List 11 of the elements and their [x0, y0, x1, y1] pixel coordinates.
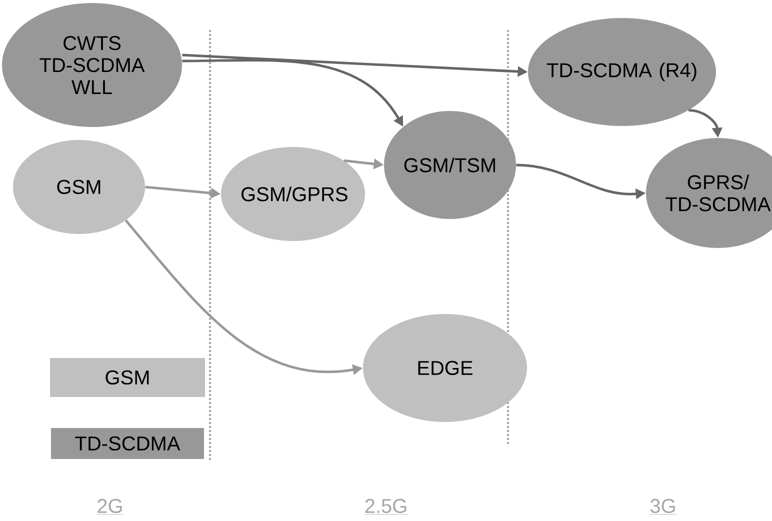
legend-item: TD-SCDMA — [51, 428, 204, 459]
generation-label: 3G — [649, 498, 677, 515]
ellipse-node: EDGE — [363, 314, 527, 422]
generation-label: 2G — [96, 498, 124, 515]
legend-item: GSM — [50, 358, 205, 397]
ellipse-node: TD-SCDMA (R4) — [528, 18, 716, 126]
ellipse-node: CWTS TD-SCDMA WLL — [2, 3, 182, 127]
ellipse-node: GSM — [13, 140, 145, 234]
generation-label: 2.5G — [364, 498, 408, 515]
ellipse-node: GSM/GPRS — [221, 146, 365, 241]
ellipse-node: GSM/TSM — [384, 111, 516, 219]
